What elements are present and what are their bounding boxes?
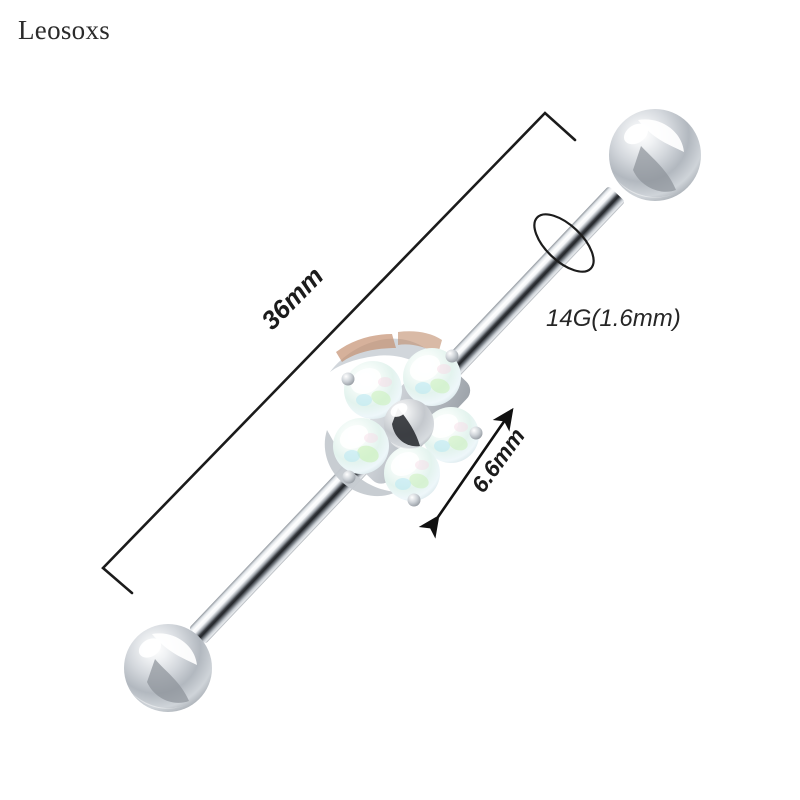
opal-petal	[341, 361, 402, 419]
opal-petal	[384, 445, 440, 507]
gauge-ring-icon	[533, 213, 595, 273]
length-dimension-bracket	[101, 111, 577, 595]
opal-petal	[333, 418, 389, 484]
brand-watermark: Leosoxs	[18, 15, 111, 45]
opal-petal	[403, 348, 461, 406]
barbell-ball-bottom	[124, 624, 212, 712]
gauge-dimension-label: 14G(1.6mm)	[546, 305, 681, 332]
ornament-dimension-arrow	[418, 407, 514, 539]
barbell-ball-top	[609, 109, 701, 201]
